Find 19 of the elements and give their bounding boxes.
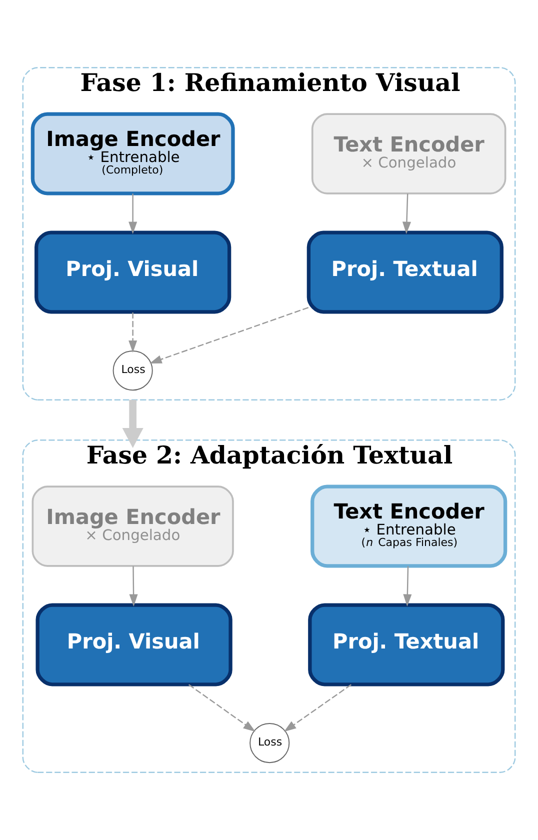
arrow [402, 194, 412, 234]
arrow [128, 194, 138, 234]
arrow [150, 306, 309, 364]
node-box: Text Encoder × Congelado [311, 113, 506, 194]
node-box: Proj. Visual [36, 603, 232, 686]
node-box: Proj. Textual [306, 230, 504, 314]
arrow [129, 566, 138, 606]
arrow [188, 684, 256, 732]
node-circle: Loss [250, 723, 290, 764]
arrow [403, 566, 412, 606]
node-circle: Loss [112, 350, 153, 391]
node-box: Text Encoder ⋆ Entrenable (n Capas Finales) [310, 484, 508, 568]
node-box: Proj. Visual [34, 230, 232, 314]
node-box: Image Encoder × Congelado [32, 486, 234, 567]
arrow [284, 684, 352, 732]
node-box: Proj. Textual [308, 603, 505, 686]
arrow [128, 312, 138, 353]
node-box: Image Encoder ⋆ Entrenable (Completo) [30, 112, 235, 196]
arrow [122, 400, 144, 448]
